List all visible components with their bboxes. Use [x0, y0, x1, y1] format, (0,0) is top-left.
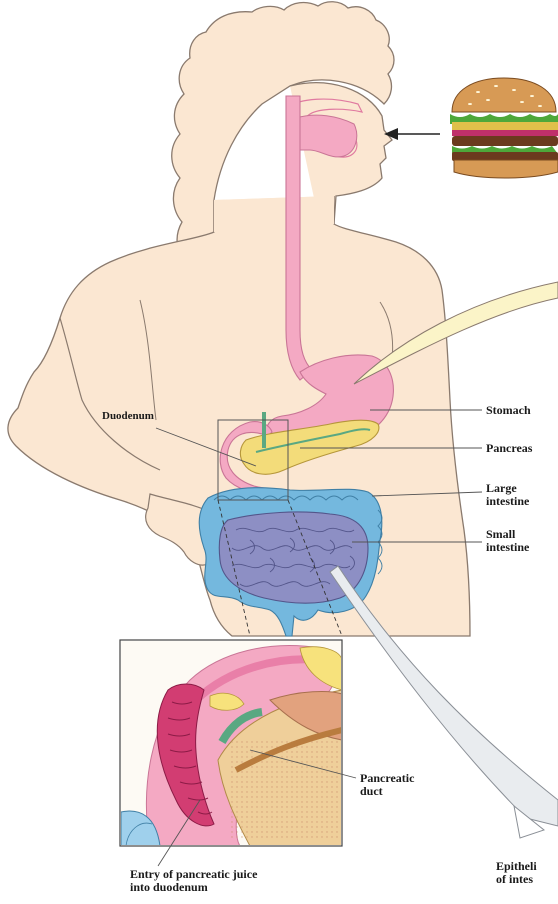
label-small-intestine-line2: intestine: [486, 541, 529, 554]
label-epithelium-partial: Epitheli of intes: [496, 860, 558, 886]
hamburger-icon: [450, 78, 558, 178]
label-large-intestine: Large intestine: [486, 482, 529, 508]
label-entry-line2: into duodenum: [130, 881, 257, 894]
label-small-intestine: Small intestine: [486, 528, 529, 554]
label-stomach: Stomach: [486, 404, 531, 417]
label-entry-pancreatic-juice: Entry of pancreatic juice into duodenum: [130, 868, 257, 894]
label-pancreas: Pancreas: [486, 442, 532, 455]
label-pancreatic-duct: Pancreatic duct: [360, 772, 414, 798]
label-pancreatic-duct-line2: duct: [360, 785, 414, 798]
label-large-intestine-line2: intestine: [486, 495, 529, 508]
label-epithelium-line2: of intes: [496, 873, 558, 886]
label-duodenum: Duodenum: [102, 410, 154, 423]
pancreatic-duct-inset: [120, 640, 342, 846]
food-arrow-icon: [384, 128, 440, 140]
